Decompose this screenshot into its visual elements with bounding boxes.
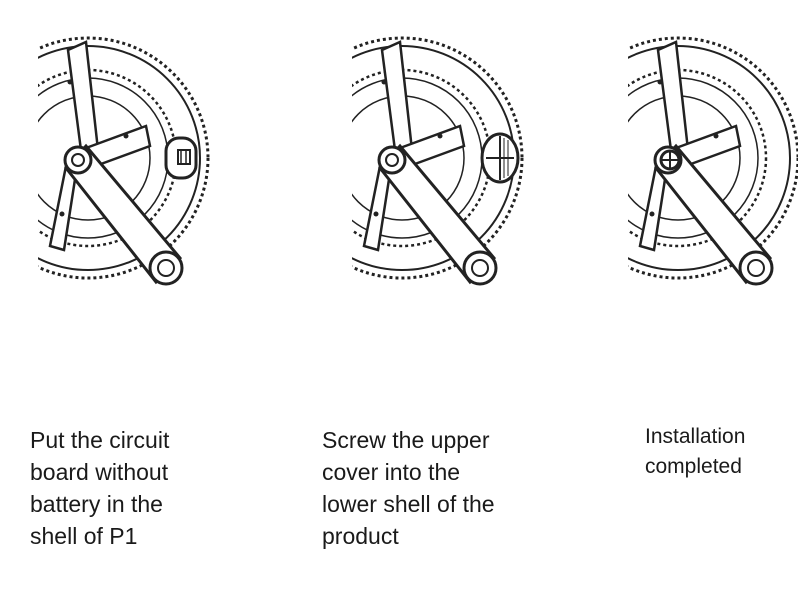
step-2-caption: Screw the upper cover into the lower she… [322,424,495,552]
caption-line: cover into the [322,459,461,485]
crankset-drawing [352,36,524,286]
caption-line: product [322,523,399,549]
crankset-with-open-sensor-drawing [38,36,210,286]
caption-line: Screw the upper [322,427,490,453]
sensor-shell-with-board [164,136,198,180]
step-3-caption: Installation completed [645,422,745,482]
crankset-drawing [628,36,798,286]
caption-line: completed [645,455,742,478]
crankset-drawing [38,36,210,286]
crankset-installed-drawing [628,36,798,286]
caption-line: board without [30,459,169,485]
caption-line: Installation [645,425,746,448]
step-1-illustration [38,0,268,310]
caption-line: battery in the [30,491,163,517]
step-3-illustration [628,0,798,310]
caption-line: lower shell of the [322,491,495,517]
spider-arm-top [66,40,100,160]
chainring-outer [38,36,210,280]
sensor-installed-on-axle [659,149,681,171]
caption-line: shell of P1 [30,523,138,549]
caption-line: Put the circuit [30,427,170,453]
step-2-illustration [352,0,582,310]
sensor-cover-screwing [480,132,520,184]
crankset-with-cover-drawing [352,36,524,286]
step-1-caption: Put the circuit board without battery in… [30,424,169,552]
